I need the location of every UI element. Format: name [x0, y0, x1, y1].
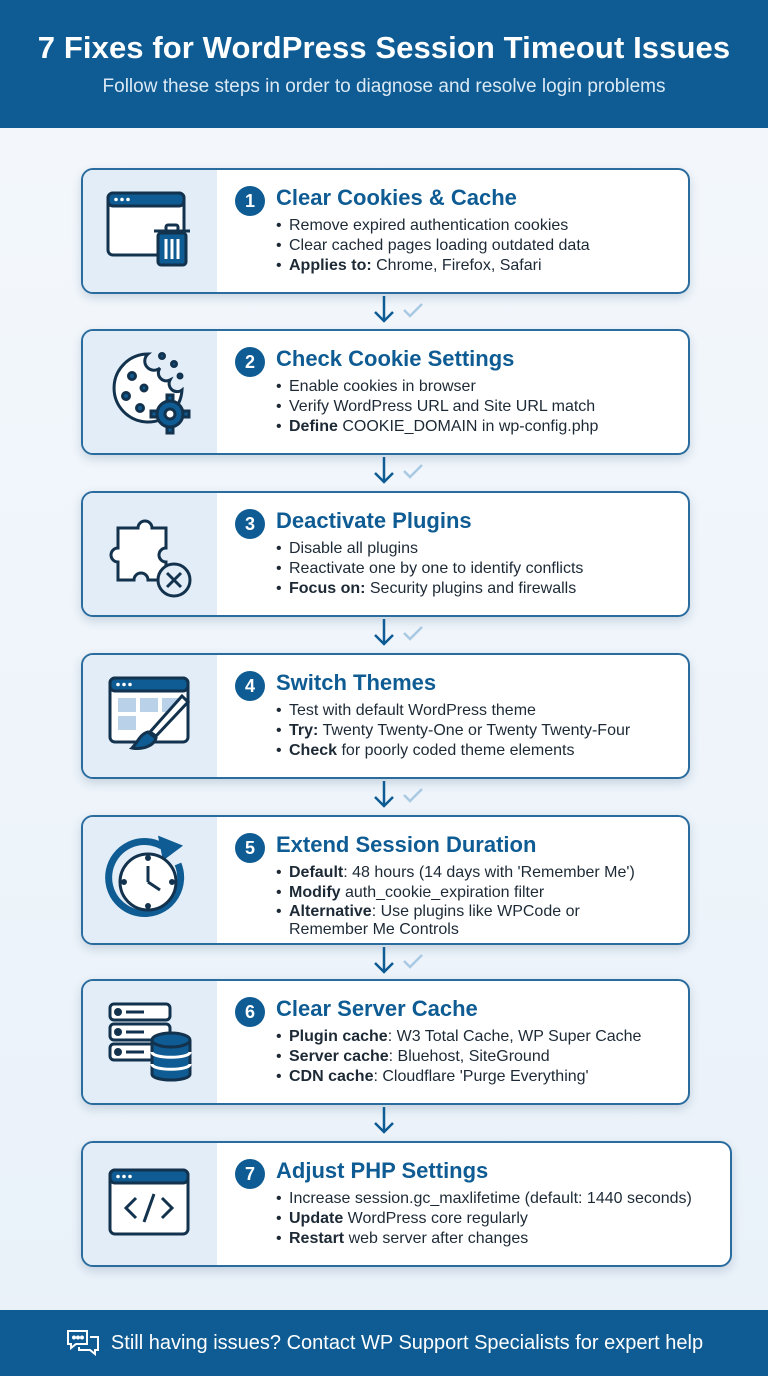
step-number: 7: [235, 1159, 265, 1189]
step-item: Restart web server after changes: [276, 1229, 720, 1249]
clock-refresh-icon: [105, 835, 185, 918]
browser-trash-icon: [106, 191, 190, 267]
step-card-4: 4 Switch Themes Test with default WordPr…: [81, 653, 690, 779]
step-card-6: 6 Clear Server Cache Plugin cache: W3 To…: [81, 979, 690, 1105]
step-item: Test with default WordPress theme: [276, 701, 678, 721]
header-banner: 7 Fixes for WordPress Session Timeout Is…: [0, 0, 768, 128]
chat-bubbles-icon: [66, 1330, 99, 1357]
down-arrow-check-icon: [374, 296, 423, 323]
step-item: Default: 48 hours (14 days with 'Remembe…: [276, 863, 648, 883]
step-item: Focus on: Security plugins and firewalls: [276, 579, 678, 599]
footer-banner: Still having issues? Contact WP Support …: [0, 1310, 768, 1376]
down-arrow-icon: [374, 1107, 394, 1134]
page-title: 7 Fixes for WordPress Session Timeout Is…: [37, 30, 731, 65]
step-items: Disable all plugins Reactivate one by on…: [276, 539, 678, 599]
step-title: Extend Session Duration: [276, 832, 537, 857]
step-item: Update WordPress core regularly: [276, 1209, 720, 1229]
server-database-icon: [108, 1002, 192, 1082]
step-item: Clear cached pages loading outdated data: [276, 236, 678, 256]
step-item: Applies to: Chrome, Firefox, Safari: [276, 256, 678, 276]
step-number: 1: [235, 186, 265, 216]
step-item: Enable cookies in browser: [276, 377, 678, 397]
step-card-1: 1 Clear Cookies & Cache Remove expired a…: [81, 168, 690, 294]
footer-text: Still having issues? Contact WP Support …: [110, 1331, 704, 1354]
step-number: 5: [235, 833, 265, 863]
step-item: Reactivate one by one to identify confli…: [276, 559, 678, 579]
step-number: 6: [235, 997, 265, 1027]
step-title: Clear Cookies & Cache: [276, 185, 517, 210]
icon-panel: [83, 981, 217, 1103]
icon-panel: [83, 331, 217, 453]
step-title: Check Cookie Settings: [276, 346, 515, 371]
step-item: Disable all plugins: [276, 539, 678, 559]
step-item: Verify WordPress URL and Site URL match: [276, 397, 678, 417]
step-card-5: 5 Extend Session Duration Default: 48 ho…: [81, 815, 690, 945]
puzzle-x-icon: [109, 519, 192, 598]
step-item: Plugin cache: W3 Total Cache, WP Super C…: [276, 1027, 678, 1047]
cookie-gear-icon: [112, 352, 191, 435]
step-items: Remove expired authentication cookies Cl…: [276, 216, 678, 276]
step-item: Server cache: Bluehost, SiteGround: [276, 1047, 678, 1067]
icon-panel: [83, 170, 217, 292]
step-items: Test with default WordPress theme Try: T…: [276, 701, 678, 761]
step-title: Deactivate Plugins: [276, 508, 472, 533]
down-arrow-check-icon: [374, 947, 423, 974]
step-item: Remove expired authentication cookies: [276, 216, 678, 236]
step-item: Define COOKIE_DOMAIN in wp-config.php: [276, 417, 678, 437]
step-items: Plugin cache: W3 Total Cache, WP Super C…: [276, 1027, 678, 1087]
icon-panel: [83, 655, 217, 777]
step-item: CDN cache: Cloudflare 'Purge Everything': [276, 1067, 678, 1087]
step-items: Default: 48 hours (14 days with 'Remembe…: [276, 863, 648, 939]
page-subtitle: Follow these steps in order to diagnose …: [102, 76, 666, 97]
step-card-3: 3 Deactivate Plugins Disable all plugins…: [81, 491, 690, 617]
step-item: Modify auth_cookie_expiration filter: [276, 883, 648, 903]
step-title: Clear Server Cache: [276, 996, 478, 1021]
down-arrow-check-icon: [374, 457, 423, 484]
step-card-2: 2 Check Cookie Settings Enable cookies i…: [81, 329, 690, 455]
step-item: Increase session.gc_maxlifetime (default…: [276, 1189, 720, 1209]
code-window-icon: [108, 1168, 190, 1236]
icon-panel: [83, 817, 217, 943]
step-item: Alternative: Use plugins like WPCode or …: [276, 903, 648, 939]
down-arrow-check-icon: [374, 781, 423, 808]
step-number: 2: [235, 347, 265, 377]
icon-panel: [83, 1143, 217, 1265]
step-number: 4: [235, 671, 265, 701]
step-item: Try: Twenty Twenty-One or Twenty Twenty-…: [276, 721, 678, 741]
theme-brush-icon: [108, 676, 191, 750]
step-items: Increase session.gc_maxlifetime (default…: [276, 1189, 720, 1249]
step-card-7: 7 Adjust PHP Settings Increase session.g…: [81, 1141, 732, 1267]
step-items: Enable cookies in browser Verify WordPre…: [276, 377, 678, 437]
step-title: Switch Themes: [276, 670, 437, 695]
down-arrow-check-icon: [374, 619, 423, 646]
step-title: Adjust PHP Settings: [276, 1158, 489, 1183]
step-item: Check for poorly coded theme elements: [276, 741, 678, 761]
step-number: 3: [235, 509, 265, 539]
icon-panel: [83, 493, 217, 615]
